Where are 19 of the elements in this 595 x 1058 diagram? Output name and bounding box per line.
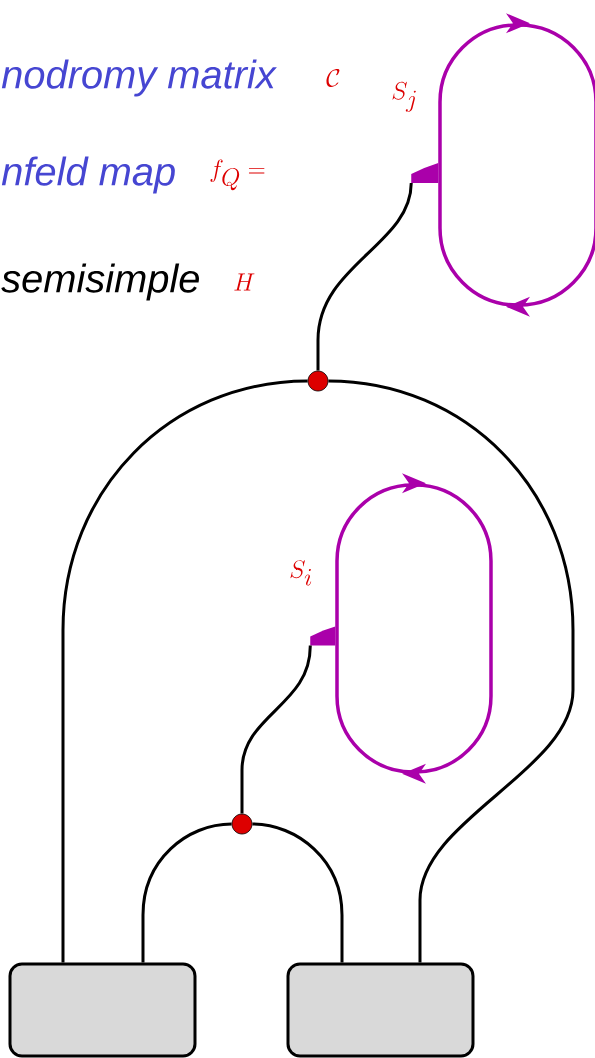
wire bbox=[328, 379, 575, 963]
junction-dot bbox=[231, 813, 253, 835]
junction-dot bbox=[307, 370, 329, 392]
math-label: $\mathcal{C}$ bbox=[326, 69, 340, 88]
caption-text: nfeld map bbox=[1, 156, 175, 194]
math-label: $H$ bbox=[234, 273, 255, 291]
wire bbox=[316, 182, 413, 371]
wire bbox=[252, 822, 344, 963]
math-label: $S_i$ bbox=[290, 560, 312, 586]
math-label: $f_Q =$ bbox=[210, 159, 265, 191]
caption-text: semisimple bbox=[1, 263, 199, 301]
math-label: $S_j$ bbox=[392, 81, 416, 112]
wire bbox=[61, 379, 308, 963]
wire bbox=[141, 822, 232, 963]
oriented-loop bbox=[310, 473, 493, 784]
rounded-box bbox=[286, 962, 475, 1058]
rounded-box bbox=[8, 962, 197, 1058]
caption-text: nodromy matrix bbox=[1, 59, 277, 97]
wire bbox=[240, 645, 312, 814]
